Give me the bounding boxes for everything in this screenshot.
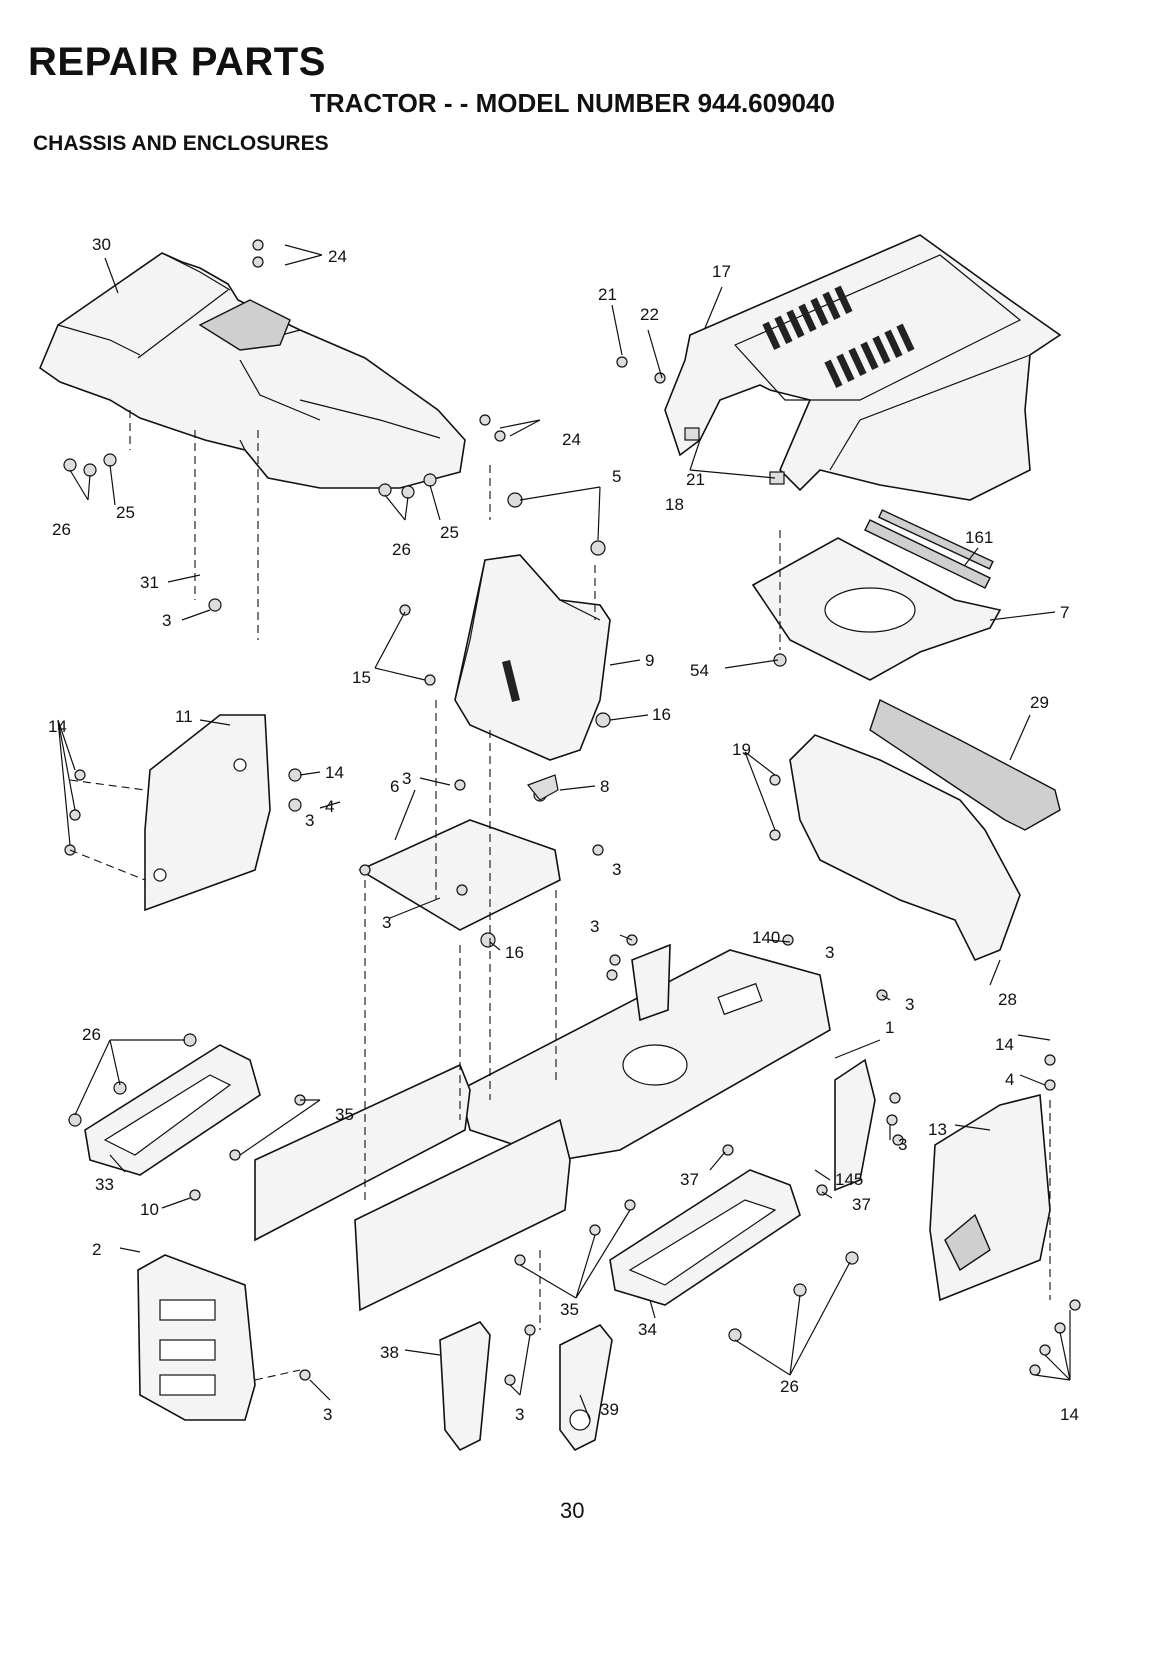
callout-16: 16 — [505, 943, 524, 962]
front-bracket-part — [137, 1254, 256, 1421]
callout-35: 35 — [560, 1300, 579, 1319]
assembly-lines — [69, 410, 1051, 1381]
callout-19: 19 — [732, 740, 751, 759]
callout-54: 54 — [690, 661, 709, 680]
callout-33: 33 — [95, 1175, 114, 1194]
callout-3: 3 — [162, 611, 171, 630]
callout-24: 24 — [328, 247, 347, 266]
callout-leaders — [57, 244, 1071, 1421]
hood-part — [664, 234, 1062, 501]
callout-3: 3 — [898, 1135, 907, 1154]
callout-37: 37 — [680, 1170, 699, 1189]
hardware-fasteners — [63, 239, 1081, 1386]
callout-26: 26 — [392, 540, 411, 559]
callout-3: 3 — [402, 769, 411, 788]
callout-8: 8 — [600, 777, 609, 796]
callout-16: 16 — [652, 705, 671, 724]
callout-7: 7 — [1060, 603, 1069, 622]
right-side-panel-part — [929, 1093, 1051, 1302]
model-subtitle: TRACTOR - - MODEL NUMBER 944.609040 — [310, 88, 835, 118]
callout-3: 3 — [382, 913, 391, 932]
fender-part — [39, 252, 466, 489]
callout-3: 3 — [323, 1405, 332, 1424]
callout-3: 3 — [905, 995, 914, 1014]
left-pivot-bracket-part — [439, 1321, 491, 1452]
callout-38: 38 — [380, 1343, 399, 1362]
callout-14: 14 — [325, 763, 344, 782]
left-footrest-part — [84, 1044, 261, 1176]
callout-11: 11 — [175, 707, 193, 726]
callout-4: 4 — [1005, 1070, 1014, 1089]
callout-15: 15 — [352, 668, 371, 687]
callout-6: 6 — [390, 777, 399, 796]
callout-1: 1 — [885, 1018, 894, 1037]
callout-37: 37 — [852, 1195, 871, 1214]
right-footrest-part — [609, 1169, 801, 1306]
callout-17: 17 — [712, 262, 731, 281]
callout-10: 10 — [140, 1200, 159, 1219]
battery-plate-part — [358, 819, 561, 931]
callout-31: 31 — [140, 573, 159, 592]
callout-4: 4 — [325, 797, 334, 816]
callout-22: 22 — [640, 305, 659, 324]
callout-30: 30 — [92, 235, 111, 254]
callout-5: 5 — [612, 467, 621, 486]
section-heading: CHASSIS AND ENCLOSURES — [33, 132, 329, 155]
callout-3: 3 — [515, 1405, 524, 1424]
callout-3: 3 — [825, 943, 834, 962]
callout-34: 34 — [638, 1320, 657, 1339]
rear-bracket-part — [631, 943, 876, 1192]
callout-26: 26 — [82, 1025, 101, 1044]
page-number: 30 — [560, 1498, 585, 1523]
callout-28: 28 — [998, 990, 1017, 1009]
callout-9: 9 — [645, 651, 654, 670]
callout-26: 26 — [780, 1377, 799, 1396]
callout-25: 25 — [116, 503, 135, 522]
callout-14: 14 — [48, 717, 67, 736]
callout-25: 25 — [440, 523, 459, 542]
callout-140: 140 — [752, 928, 780, 947]
callout-18: 18 — [665, 495, 684, 514]
callout-161: 161 — [965, 528, 993, 547]
callout-2: 2 — [92, 1240, 101, 1259]
callout-39: 39 — [600, 1400, 619, 1419]
engine-baffle-part — [751, 519, 1002, 681]
callout-26: 26 — [52, 520, 71, 539]
callout-13: 13 — [928, 1120, 947, 1139]
callout-21: 21 — [598, 285, 617, 304]
callout-21: 21 — [686, 470, 705, 489]
callout-3: 3 — [612, 860, 621, 879]
callout-14: 14 — [1060, 1405, 1079, 1424]
callout-3: 3 — [305, 811, 314, 830]
callout-14: 14 — [995, 1035, 1014, 1054]
callout-29: 29 — [1030, 693, 1049, 712]
callout-145: 145 — [835, 1170, 863, 1189]
right-pivot-bracket-part — [559, 1323, 613, 1452]
main-frame-part — [254, 949, 831, 1312]
callout-24: 24 — [562, 430, 581, 449]
left-side-panel-part — [144, 714, 271, 912]
callout-3: 3 — [590, 917, 599, 936]
callout-35: 35 — [335, 1105, 354, 1124]
dash-panel-part — [454, 554, 611, 761]
page-title: REPAIR PARTS — [28, 40, 326, 84]
grille-part — [789, 699, 1061, 962]
callout-numbers: 30 24 17 21 22 24 26 25 26 25 5 21 18 16… — [48, 235, 1079, 1424]
hood-vent-slots — [762, 285, 915, 388]
